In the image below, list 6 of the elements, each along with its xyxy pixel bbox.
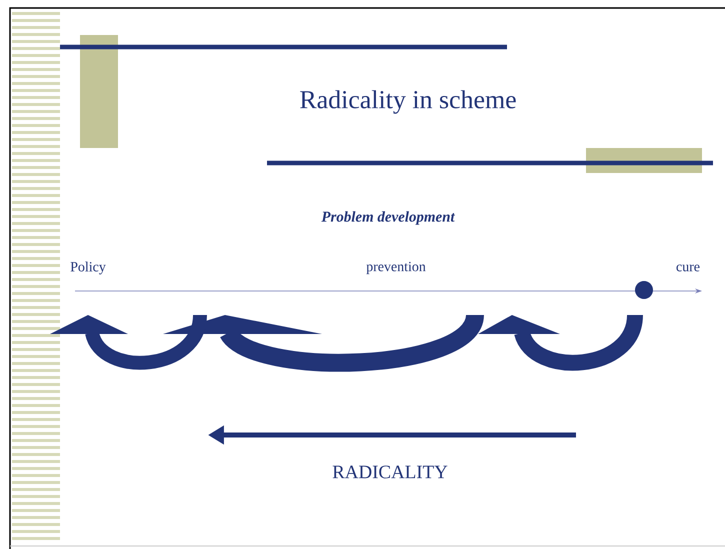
axis-label: prevention bbox=[366, 262, 426, 274]
subtitle: Problem development bbox=[321, 211, 455, 225]
axis-label: Policy bbox=[70, 262, 106, 274]
arrow-label: RADICALITY bbox=[332, 466, 448, 478]
title: Radicality in scheme bbox=[300, 90, 516, 114]
axis-label: cure bbox=[676, 264, 700, 272]
